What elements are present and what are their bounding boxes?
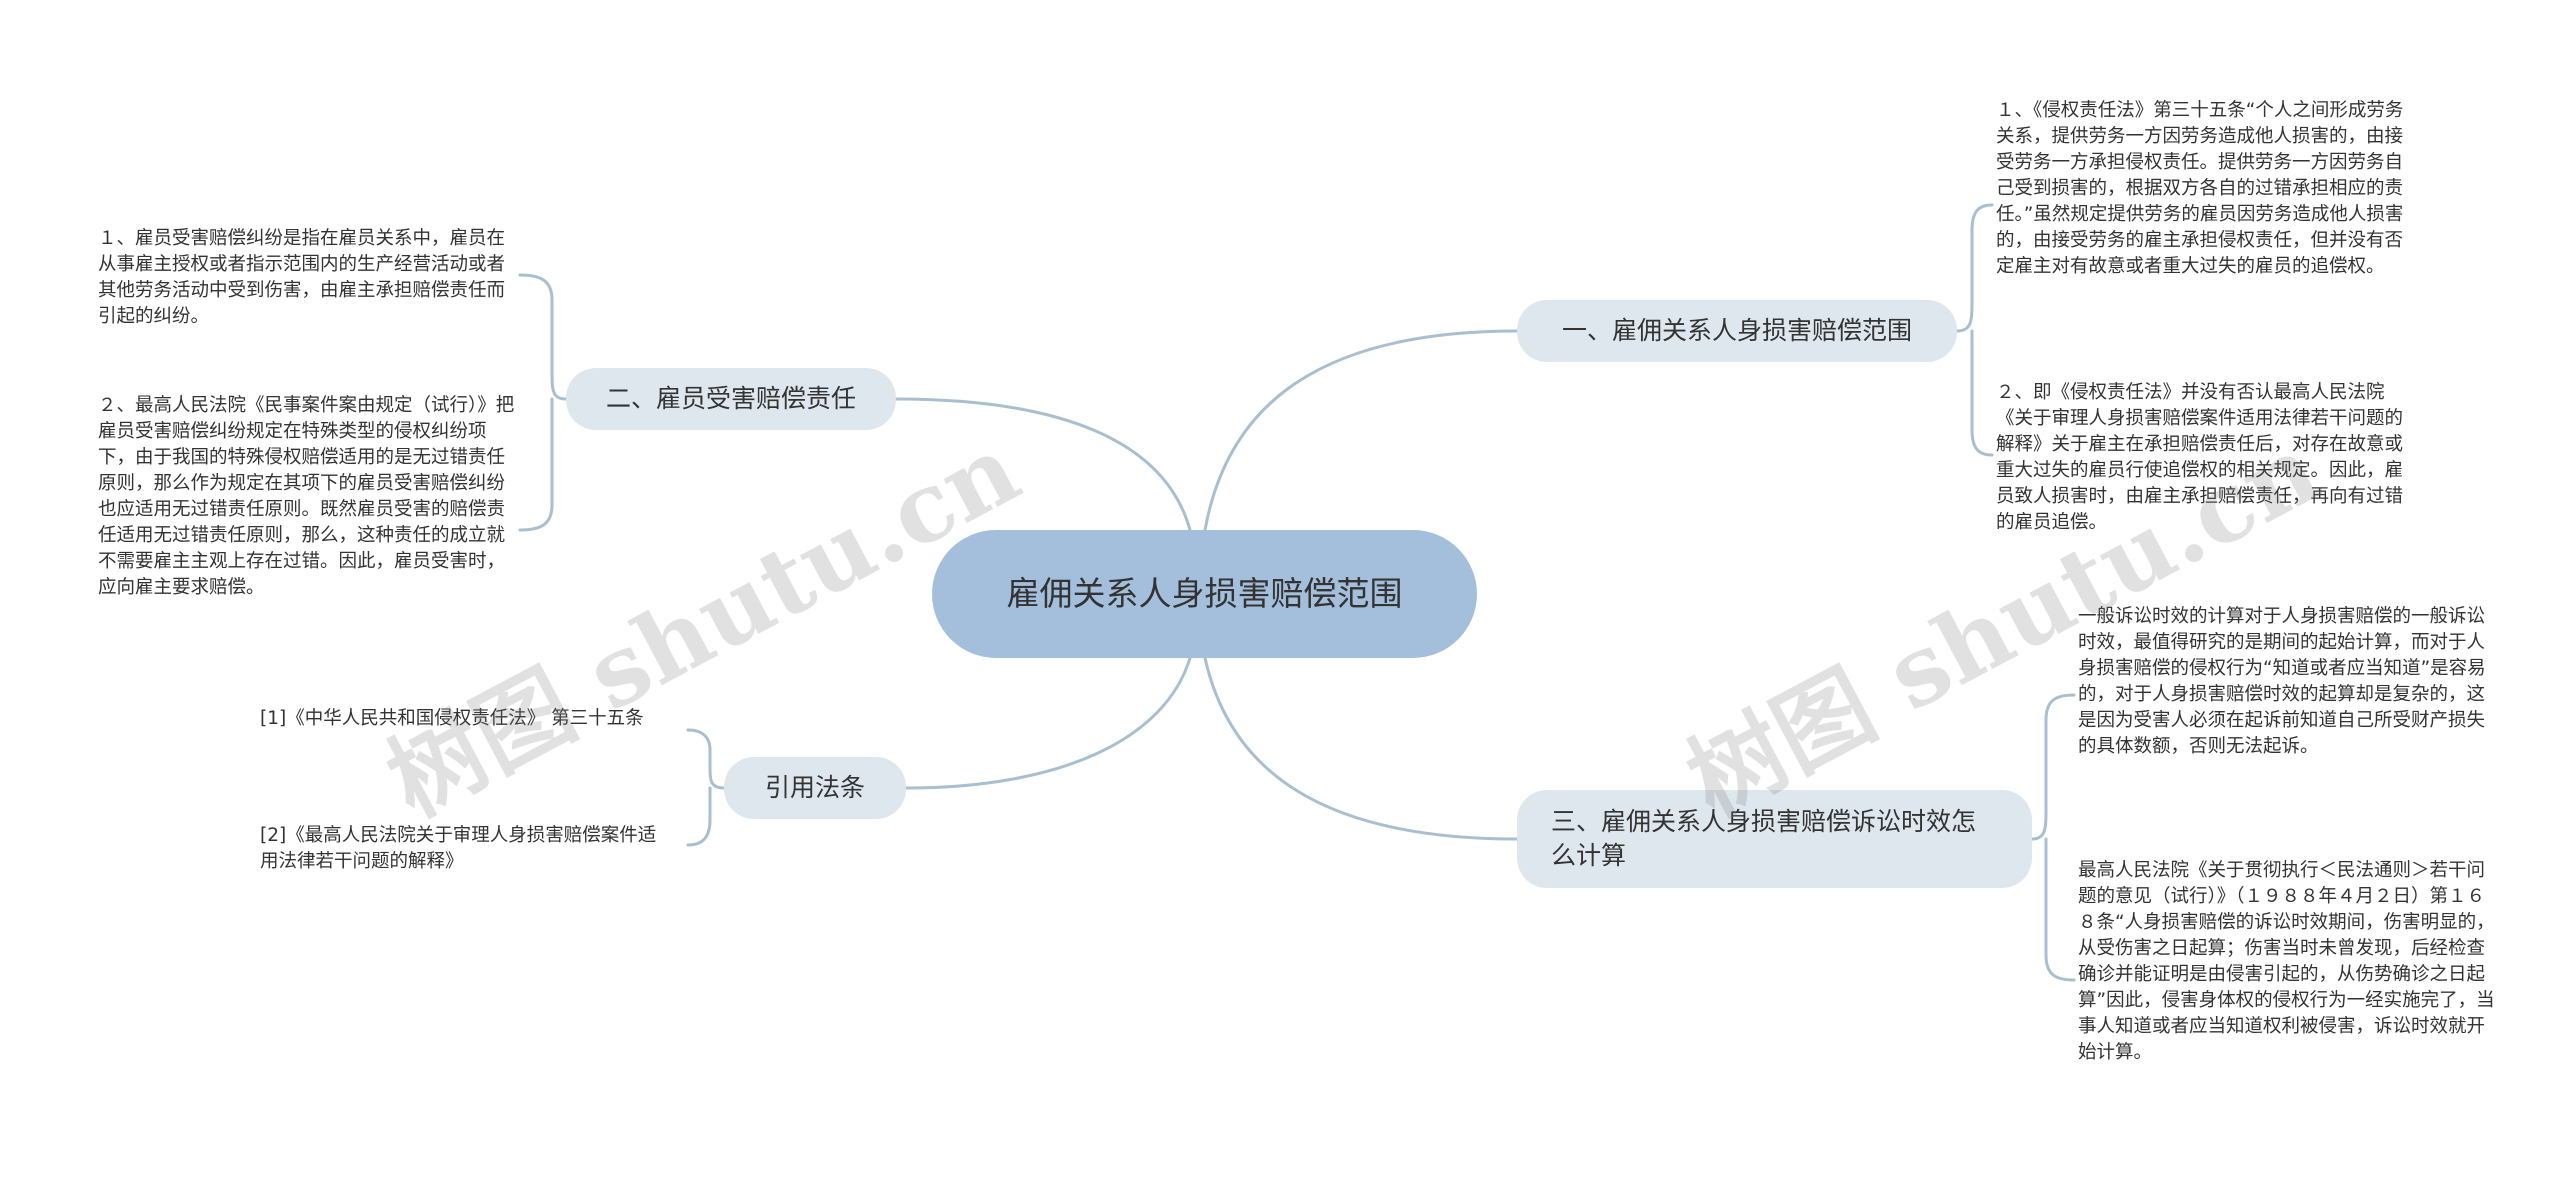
branch-employee-injury-liability[interactable]: 二、雇员受害赔偿责任	[566, 368, 896, 430]
leaf-text: 最高人民法院《关于贯彻执行＜民法通则＞若干问题的意见（试行）》（１９８８年４月２…	[2078, 860, 2495, 1063]
branch-limitation-period[interactable]: 三、雇佣关系人身损害赔偿诉讼时效怎么计算	[1517, 790, 2032, 888]
branch-cited-laws[interactable]: 引用法条	[724, 757, 906, 819]
edge-branch2-leaves	[518, 273, 568, 532]
edge-branch1-leaves	[1955, 203, 1994, 457]
edge-center-branch3	[1203, 656, 1519, 841]
edge-branch3-leaves	[2030, 693, 2076, 982]
central-topic[interactable]: 雇佣关系人身损害赔偿范围	[932, 530, 1477, 658]
branch-label: 一、雇佣关系人身损害赔偿范围	[1561, 316, 1912, 345]
branch-compensation-scope[interactable]: 一、雇佣关系人身损害赔偿范围	[1517, 300, 1957, 362]
branch-label: 引用法条	[764, 773, 865, 802]
branch-label: 二、雇员受害赔偿责任	[605, 384, 856, 413]
leaf-citation: [1]《中华人民共和国侵权责任法》 第三十五条	[260, 708, 644, 729]
edge-branch4-leaves	[686, 728, 726, 847]
branch-label: 三、雇佣关系人身损害赔偿诉讼时效怎么计算	[1551, 807, 1977, 870]
leaf-text: 一般诉讼时效的计算对于人身损害赔偿的一般诉讼时效，最值得研究的是期间的起始计算，…	[2078, 606, 2486, 757]
leaf-citation: [2]《最高人民法院关于审理人身损害赔偿案件适用法律若干问题的解释》	[260, 825, 657, 872]
edge-center-branch4	[904, 656, 1192, 790]
edge-center-branch1	[1203, 329, 1519, 532]
leaf-text: １、《侵权责任法》第三十五条“个人之间形成劳务关系，提供劳务一方因劳务造成他人损…	[1996, 100, 2404, 277]
leaf-text: ２、最高人民法院《民事案件案由规定（试行）》把雇员受害赔偿纠纷规定在特殊类型的侵…	[98, 395, 515, 598]
edge-center-branch2	[894, 397, 1192, 532]
leaf-text: １、雇员受害赔偿纠纷是指在雇员关系中，雇员在从事雇主授权或者指示范围内的生产经营…	[98, 228, 506, 327]
leaf-text: ２、即《侵权责任法》并没有否认最高人民法院《关于审理人身损害赔偿案件适用法律若干…	[1996, 382, 2404, 533]
central-topic-label: 雇佣关系人身损害赔偿范围	[1006, 574, 1403, 613]
